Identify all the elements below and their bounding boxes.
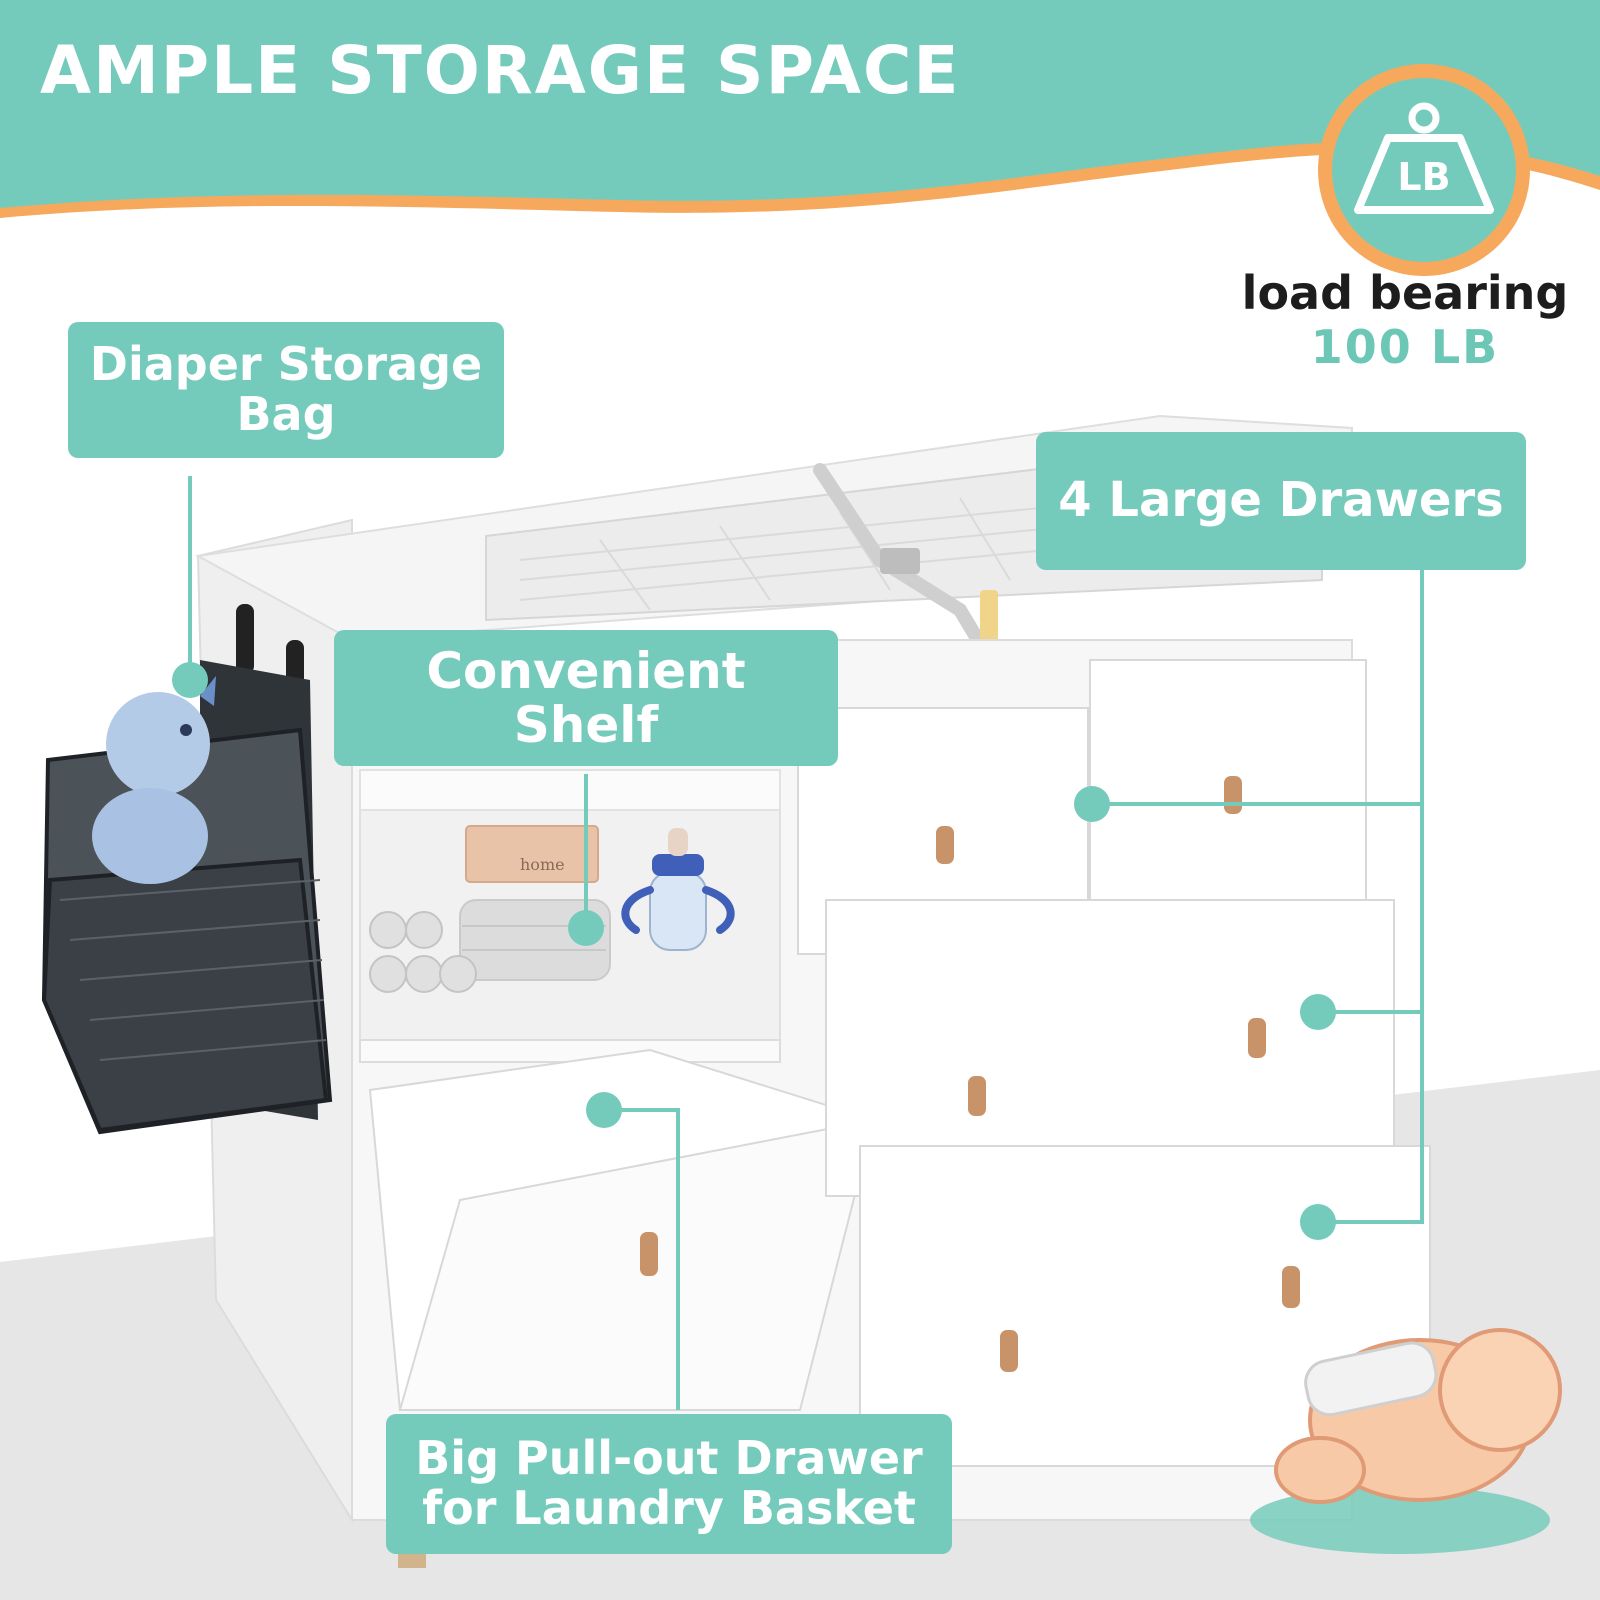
- load-bearing-value: 100 LB: [1310, 320, 1500, 374]
- callout-large-drawers: 4 Large Drawers: [1036, 432, 1526, 570]
- badge-inner: LB: [1332, 78, 1516, 262]
- baby-bottle-illustration: [1304, 1341, 1438, 1417]
- load-badge: LB: [1318, 64, 1530, 276]
- drawer-handle: [936, 826, 954, 864]
- weight-icon-text: LB: [1397, 155, 1450, 199]
- connector-pull: [604, 1108, 680, 1410]
- callout-pull-out-drawer: Big Pull-out Drawer for Laundry Basket: [386, 1414, 952, 1554]
- callout-convenient-shelf: Convenient Shelf: [334, 630, 838, 766]
- drawer-handle: [1248, 1018, 1266, 1058]
- baby-bottle: [649, 871, 707, 951]
- shelf-board: [359, 1039, 781, 1063]
- bag-hook: [236, 604, 254, 674]
- load-bearing-label: load bearing: [1241, 266, 1569, 320]
- drawer-handle: [968, 1076, 986, 1116]
- header-teal-banner: [0, 0, 1600, 208]
- callout-diaper-line1: Diaper Storage: [89, 337, 483, 392]
- drawer-handle: [1282, 1266, 1300, 1308]
- diaper-bag-mesh: [41, 857, 329, 1133]
- drawer-handle: [1224, 776, 1242, 814]
- callout-pull-line2: for Laundry Basket: [422, 1481, 916, 1535]
- weight-lb-icon: LB: [1354, 102, 1494, 214]
- callout-diaper-line2: Bag: [236, 387, 336, 441]
- tissue-box-label: home: [520, 855, 565, 874]
- callout-diaper-storage-bag: Diaper Storage Bag: [68, 322, 504, 458]
- tissue-box: [465, 825, 599, 883]
- safety-strap: [813, 463, 997, 667]
- plush-toy: [106, 692, 210, 796]
- callout-shelf-line1: Convenient Shelf: [426, 642, 746, 754]
- drawer-handle: [1000, 1330, 1018, 1372]
- strap-buckle: [880, 548, 920, 574]
- page-title: AMPLE STORAGE SPACE: [40, 32, 961, 109]
- callout-pull-line1: Big Pull-out Drawer: [415, 1431, 923, 1486]
- laundry-handle: [640, 1232, 658, 1276]
- rolled-towel: [369, 911, 407, 949]
- callout-drawers-line1: 4 Large Drawers: [1058, 472, 1504, 529]
- shelf-top-board: [359, 769, 781, 811]
